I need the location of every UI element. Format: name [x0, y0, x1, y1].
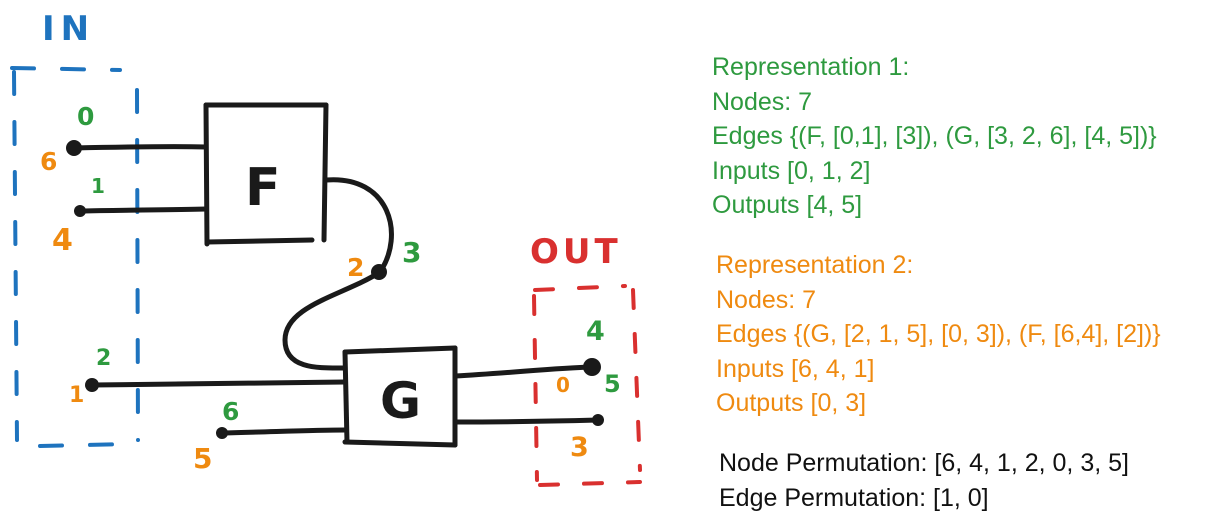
in-label: IN: [42, 9, 95, 49]
port-label-2-orange: 2: [347, 253, 364, 282]
endpoint-4: [583, 358, 601, 376]
port-label-1-orange: 1: [69, 383, 84, 408]
permutations: Node Permutation: [6, 4, 1, 2, 0, 3, 5] …: [719, 446, 1129, 516]
endpoint-0: [66, 140, 82, 156]
representation-1: Representation 1: Nodes: 7 Edges {(F, [0…: [712, 50, 1157, 223]
node-g-label: G: [380, 372, 421, 430]
representation-2-outputs: Outputs [0, 3]: [716, 389, 867, 417]
port-label-4-green: 4: [586, 316, 605, 347]
port-label-6-orange: 6: [40, 147, 57, 176]
port-label-4-orange: 4: [52, 223, 73, 258]
representation-1-inputs: Inputs [0, 1, 2]: [712, 156, 871, 185]
endpoint-6: [216, 427, 228, 439]
node-g: [342, 345, 458, 448]
representation-1-outputs: Outputs [4, 5]: [712, 191, 863, 219]
endpoints: [66, 140, 604, 439]
endpoint-3: [371, 264, 387, 280]
endpoint-1: [74, 205, 86, 217]
endpoint-2: [85, 378, 99, 392]
endpoint-5: [592, 414, 604, 426]
representation-2-nodes: Nodes: 7: [716, 285, 817, 314]
representation-1-nodes: Nodes: 7: [712, 87, 813, 116]
hypergraph-diagram: IN OUT F G 0 6 1 4 2 3 2 1 6 5 4 0 5 3: [10, 9, 642, 487]
wire-g-output-top: [452, 364, 595, 379]
port-label-0-green: 0: [77, 102, 94, 131]
port-label-0-orange: 0: [556, 373, 570, 397]
representation-2: Representation 2: Nodes: 7 Edges {(G, [2…: [716, 248, 1161, 421]
representation-1-title: Representation 1:: [712, 53, 910, 81]
representation-1-edges: Edges {(F, [0,1], [3]), (G, [3, 2, 6], […: [712, 122, 1157, 150]
node-f-label: F: [245, 158, 281, 218]
wire-g-input-middle: [89, 379, 348, 388]
port-label-3-orange: 3: [570, 432, 589, 463]
wire-f-input-bottom: [77, 206, 209, 214]
wire-f-output: [323, 177, 394, 275]
representation-2-inputs: Inputs [6, 4, 1]: [716, 354, 875, 383]
port-label-5-orange: 5: [193, 442, 212, 475]
port-label-3-green: 3: [402, 236, 421, 269]
node-f: [203, 102, 329, 247]
representation-2-title: Representation 2:: [716, 251, 914, 279]
node-permutation: Node Permutation: [6, 4, 1, 2, 0, 3, 5]: [719, 449, 1129, 477]
output-boundary-box: [532, 284, 642, 487]
wire-g-input-bottom: [219, 427, 348, 436]
representation-2-edges: Edges {(G, [2, 1, 5], [0, 3]), (F, [6,4]…: [716, 320, 1161, 348]
out-label: OUT: [530, 232, 622, 272]
port-label-2-green: 2: [96, 346, 111, 371]
wire-g-output-bottom: [452, 417, 601, 425]
edge-permutation: Edge Permutation: [1, 0]: [719, 484, 989, 512]
wire-f-input-top: [71, 144, 209, 151]
wires: [71, 144, 601, 436]
wire-g-input-top: [282, 269, 383, 371]
port-label-6-green: 6: [222, 397, 239, 426]
port-label-1-green: 1: [91, 174, 105, 198]
port-label-5-green: 5: [604, 370, 621, 398]
